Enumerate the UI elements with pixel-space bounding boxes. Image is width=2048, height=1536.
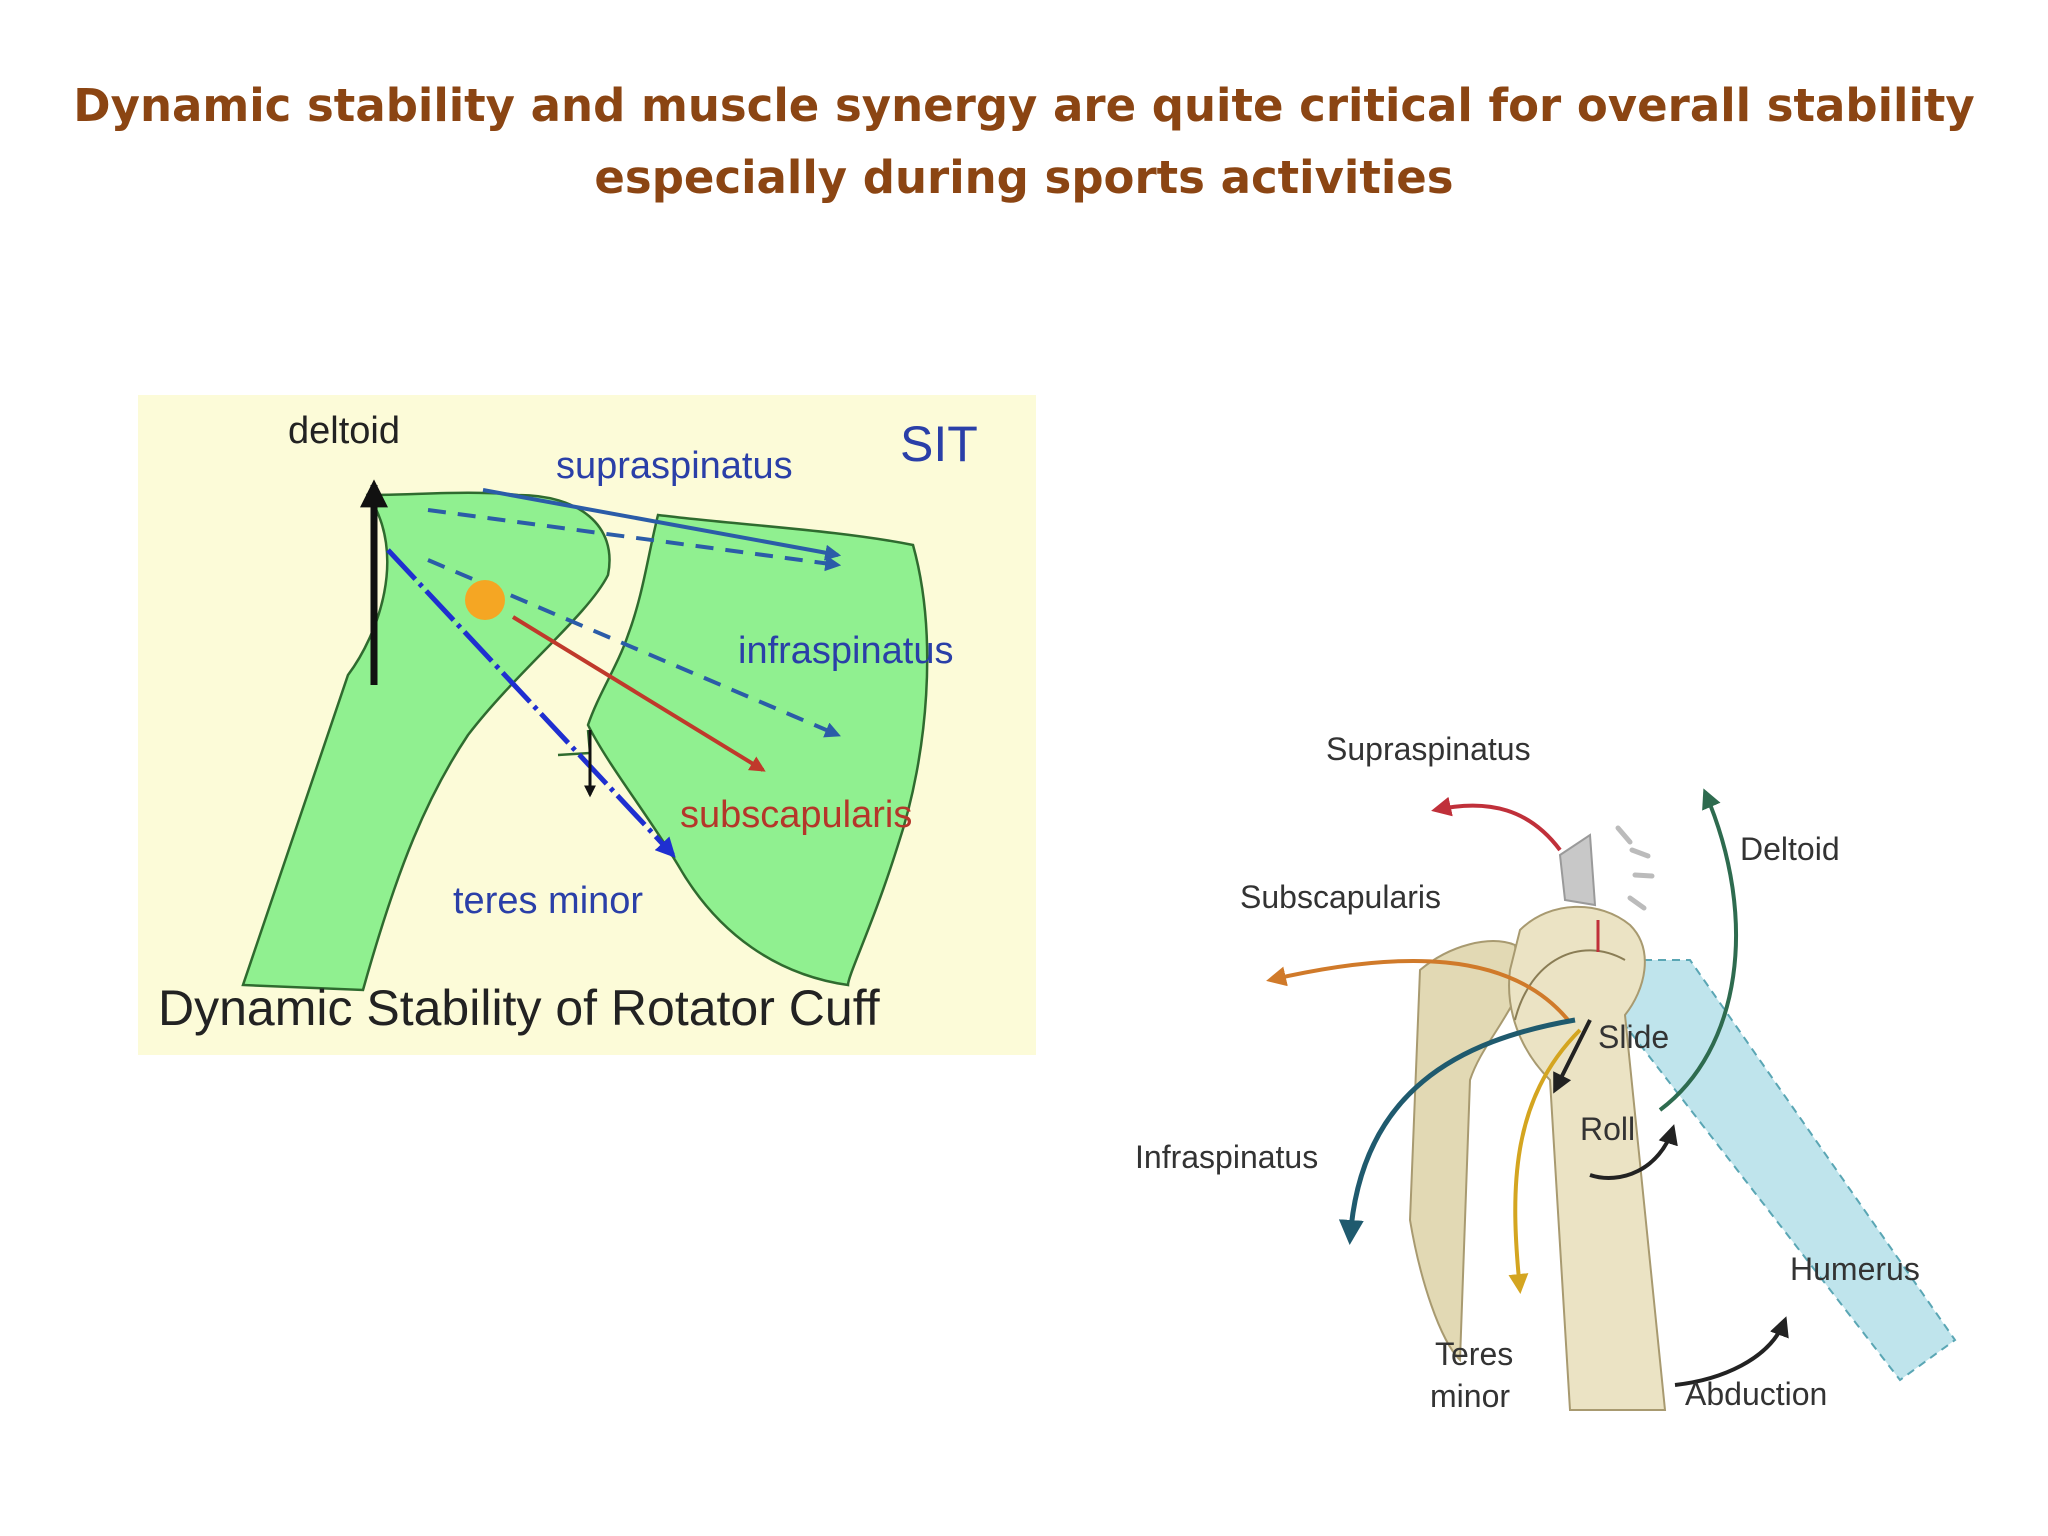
humeral-head-outline: [1514, 949, 1626, 1021]
sit-label: SIT: [900, 416, 978, 472]
diagram-caption: Dynamic Stability of Rotator Cuff: [158, 980, 880, 1036]
infraspinatus-label: Infraspinatus: [1135, 1139, 1318, 1175]
scapula-shape: [586, 513, 929, 987]
abduction-label: Abduction: [1685, 1376, 1827, 1412]
supraspinatus-label: Supraspinatus: [1326, 731, 1531, 767]
subscapularis-label: subscapularis: [680, 794, 912, 836]
infraspinatus-arrow: [1338, 1017, 1576, 1245]
teres-minor-arrow: [1508, 1028, 1582, 1294]
infraspinatus-label: infraspinatus: [738, 630, 953, 672]
slide-arrow: [1553, 1019, 1592, 1094]
impingement-burst: [1615, 825, 1655, 911]
roll-label: Roll: [1580, 1111, 1635, 1147]
supraspinatus-arrow: [482, 488, 842, 561]
abduction-arrow: [1674, 1316, 1789, 1387]
slide-label: Slide: [1598, 1019, 1669, 1055]
title-line-1: Dynamic stability and muscle synergy are…: [73, 79, 1975, 132]
teres-minor-label-line-2: minor: [1430, 1378, 1510, 1414]
rotator-cuff-diagram: deltoid supraspinatus SIT infraspinatus …: [138, 395, 1036, 1055]
teres-minor-arrow: [386, 548, 676, 858]
teres-minor-label: teres minor: [453, 880, 643, 922]
deltoid-label: Deltoid: [1740, 831, 1840, 867]
acromion: [1558, 833, 1597, 907]
deltoid-label: deltoid: [288, 410, 400, 452]
subscapularis-arrow: [1266, 959, 1570, 1022]
deltoid-arrow: [1658, 788, 1738, 1112]
roll-arrow: [1589, 1124, 1678, 1180]
humerus-abducted-band: [1588, 959, 1957, 1382]
supraspinatus-arrow: [1431, 796, 1562, 852]
shoulder-abduction-diagram: Supraspinatus Deltoid Subscapularis Slid…: [1135, 731, 1957, 1414]
humerus-label: Humerus: [1790, 1251, 1920, 1287]
title-line-2: especially during sports activities: [594, 151, 1454, 204]
teres-minor-label-line-1: Teres: [1435, 1336, 1513, 1372]
scapula-bone: [1408, 940, 1522, 1363]
center-of-rotation-dot: [465, 580, 505, 620]
humerus-bone: [1508, 905, 1667, 1411]
slide-title: Dynamic stability and muscle synergy are…: [0, 70, 2048, 214]
subscapularis-arrow: [511, 615, 766, 772]
supraspinatus-label: supraspinatus: [556, 445, 793, 487]
supraspinatus-dashed-arrow: [427, 508, 842, 572]
subscapularis-label: Subscapularis: [1240, 879, 1441, 915]
